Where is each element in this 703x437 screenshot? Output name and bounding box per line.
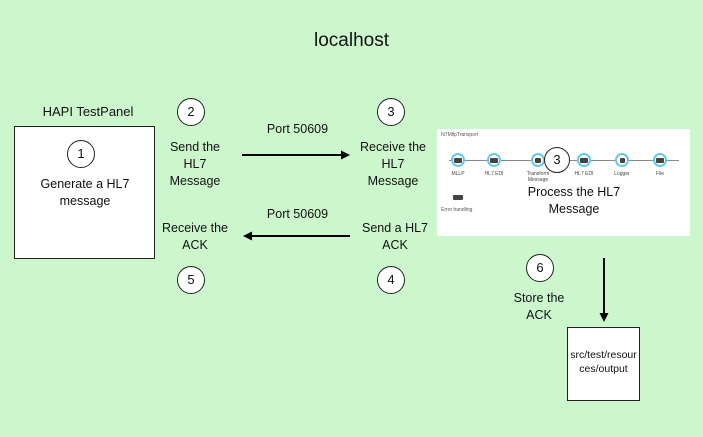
step-6-circle: 6 xyxy=(526,254,554,282)
step-5-circle: 5 xyxy=(177,266,205,294)
node-label-hl7-edi-2: HL7 EDI xyxy=(574,171,594,177)
arrow-down-head xyxy=(599,313,609,322)
step-3-circle: 3 xyxy=(377,98,405,126)
node-label-transform: Transform Message xyxy=(526,171,550,183)
receive-message-label: Receive the HL7 Message xyxy=(360,140,427,188)
flow-step-3-circle: 3 xyxy=(544,147,570,173)
port-label-top: Port 50609 xyxy=(266,122,329,136)
file-node-icon xyxy=(653,153,667,167)
step-2-circle: 2 xyxy=(177,98,205,126)
arrow-right-head xyxy=(341,150,350,160)
receive-ack-label: Receive the ACK xyxy=(162,221,229,252)
node-label-mllp: MLLP xyxy=(451,171,465,177)
step-4-circle: 4 xyxy=(377,266,405,294)
output-folder-box xyxy=(567,327,640,401)
mule-flow-panel: hl7MllpTransport MLLP HL7 EDI Transform … xyxy=(437,129,690,236)
error-source-icon xyxy=(453,195,463,200)
step-1-circle: 1 xyxy=(67,140,95,168)
error-handling-label: Error handling xyxy=(441,207,473,213)
arrow-left-head xyxy=(243,231,252,241)
diagram-title: localhost xyxy=(314,30,389,51)
node-label-file: File xyxy=(655,171,665,177)
flow-title: hl7MllpTransport xyxy=(441,132,479,138)
logger-node-icon xyxy=(615,153,629,167)
node-label-logger: Logger xyxy=(614,171,630,177)
node-label-hl7-edi: HL7 EDI xyxy=(484,171,504,177)
port-label-bottom: Port 50609 xyxy=(266,207,329,221)
transform-node-icon xyxy=(531,153,545,167)
panel-heading: HAPI TestPanel xyxy=(42,104,134,119)
store-ack-label: Store the ACK xyxy=(513,291,565,322)
process-message-label: Process the HL7 Message xyxy=(527,185,621,216)
output-path-label: src/test/resources/output xyxy=(570,349,637,375)
mllp-node-icon xyxy=(451,153,465,167)
generate-label: Generate a HL7 message xyxy=(40,177,130,208)
hl7-edi-2-node-icon xyxy=(577,153,591,167)
send-ack-label: Send a HL7 ACK xyxy=(361,221,429,252)
send-message-label: Send the HL7 Message xyxy=(169,140,221,188)
hl7-edi-node-icon xyxy=(487,153,501,167)
